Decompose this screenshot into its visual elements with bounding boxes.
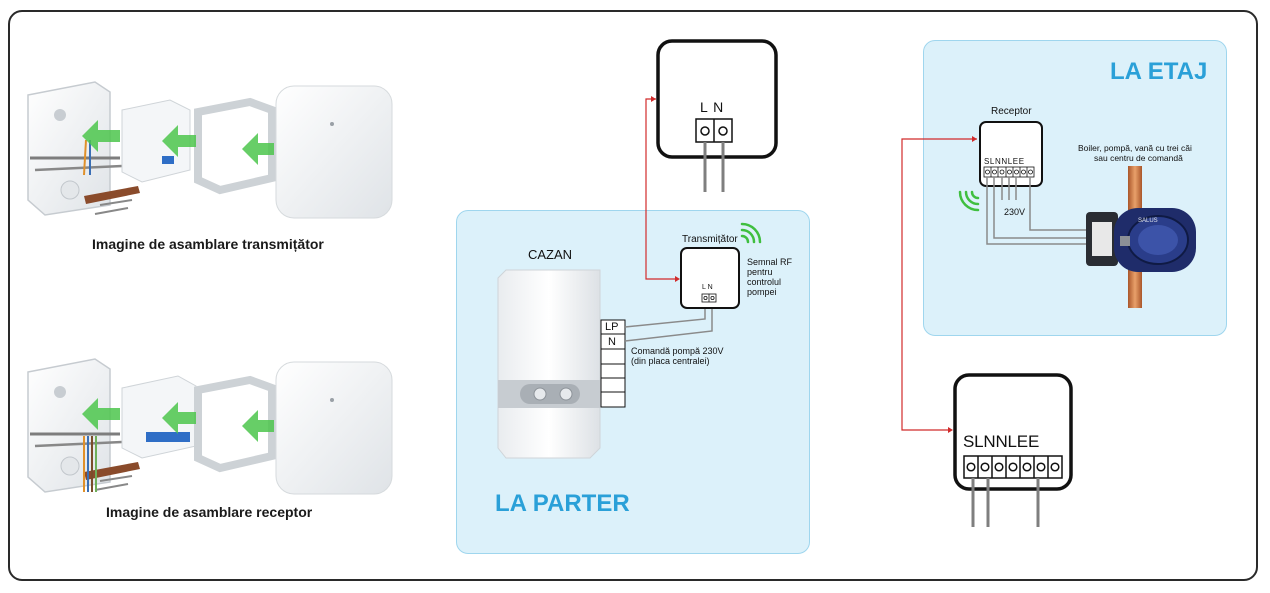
bottom-thermostat-box bbox=[953, 373, 1073, 527]
top-thermostat-box bbox=[656, 39, 778, 192]
rf-signal-line-1: Semnal RF bbox=[747, 257, 793, 267]
receiver-label: Receptor bbox=[991, 106, 1032, 117]
rf-signal-icon bbox=[740, 222, 762, 244]
device-description-line-1: Boiler, pompă, vană cu trei căi bbox=[1078, 143, 1192, 153]
receiver-terminals-label: SLNNLEE bbox=[984, 157, 1025, 166]
transmitter-terminals-label: L N bbox=[702, 284, 713, 291]
pump-command-label: Comandă pompă 230V bbox=[631, 346, 724, 356]
receiver-assembly-caption: Imagine de asamblare receptor bbox=[106, 504, 313, 520]
rf-signal-line-3: controlul bbox=[747, 277, 782, 287]
copper-pipe bbox=[1128, 166, 1142, 308]
rf-signal-line-4: pompei bbox=[747, 287, 777, 297]
pump-command-note: (din placa centralei) bbox=[631, 356, 710, 366]
receiver-rf-icon bbox=[958, 190, 980, 212]
boiler-terminal-strip bbox=[600, 319, 626, 408]
rf-signal-line-2: pentru bbox=[747, 267, 773, 277]
red-link-top bbox=[645, 96, 680, 282]
terminal-lp-label: LP bbox=[605, 321, 619, 333]
upper-floor-panel bbox=[923, 40, 1227, 336]
outer-frame bbox=[8, 10, 1258, 581]
upper-floor-title: LA ETAJ bbox=[1110, 58, 1208, 85]
boiler-label: CAZAN bbox=[528, 247, 573, 262]
bottom-box-terminals-label: SLNNLEE bbox=[963, 432, 1040, 451]
transmitter-assembly-caption: Imagine de asamblare transmițător bbox=[92, 236, 324, 252]
pump-command-wires bbox=[624, 304, 713, 342]
circulation-pump bbox=[1086, 208, 1196, 272]
boiler-illustration bbox=[497, 269, 601, 459]
receiver-box bbox=[979, 121, 1043, 187]
transmitter-assembly-illustration bbox=[27, 81, 393, 219]
terminal-n-label: N bbox=[608, 336, 616, 348]
pump-brand-label: SALUS bbox=[1138, 218, 1158, 224]
receiver-assembly-illustration bbox=[27, 358, 393, 495]
red-link-bottom bbox=[901, 136, 977, 433]
ground-floor-title: LA PARTER bbox=[495, 490, 630, 517]
transmitter-label: Transmițător bbox=[682, 234, 738, 245]
top-box-terminals-label: L N bbox=[700, 99, 725, 115]
receiver-to-pump-wires bbox=[986, 177, 1086, 245]
device-description-line-2: sau centru de comandă bbox=[1094, 153, 1183, 163]
transmitter-box bbox=[680, 247, 740, 309]
voltage-label: 230V bbox=[1004, 207, 1026, 217]
